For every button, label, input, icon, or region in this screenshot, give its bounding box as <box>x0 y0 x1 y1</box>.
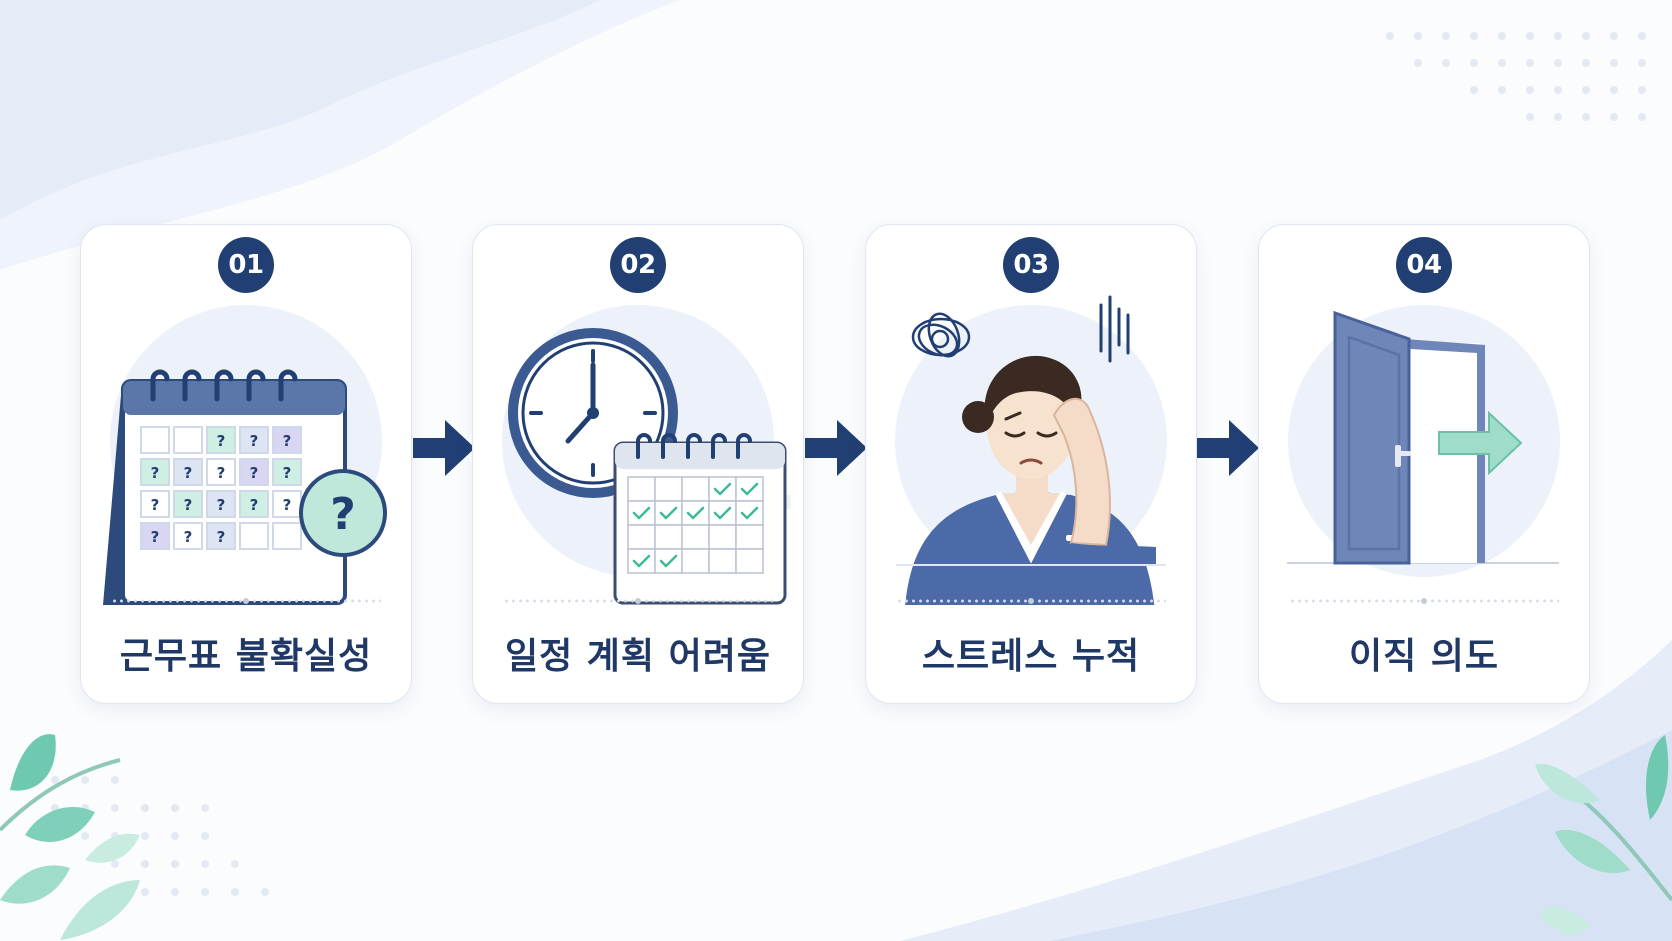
step-card-1: 01 ??? ????? ????? ??? <box>80 224 412 704</box>
svg-text:?: ? <box>250 496 259 514</box>
step-number-badge: 04 <box>1396 237 1452 293</box>
clock-calendar-icon <box>508 328 791 605</box>
svg-text:?: ? <box>184 496 193 514</box>
step-number-badge: 02 <box>610 237 666 293</box>
step-label: 이직 의도 <box>1348 636 1499 677</box>
svg-text:?: ? <box>250 432 259 450</box>
card-divider <box>503 598 773 604</box>
open-door-exit-icon <box>1287 310 1559 565</box>
card-divider <box>111 598 381 604</box>
step-label: 근무표 불확실성 <box>119 636 373 677</box>
leaf-decoration-right <box>1535 735 1672 935</box>
calendar-question-icon: ??? ????? ????? ??? ? <box>103 369 387 605</box>
svg-text:?: ? <box>217 432 226 450</box>
svg-text:?: ? <box>184 464 193 482</box>
flow-arrow-1 <box>413 420 475 476</box>
svg-text:?: ? <box>217 528 226 546</box>
card-divider <box>896 598 1166 604</box>
svg-text:?: ? <box>184 528 193 546</box>
svg-text:?: ? <box>283 496 292 514</box>
flow-arrow-2 <box>805 420 867 476</box>
step-number-badge: 01 <box>218 237 274 293</box>
leaf-decoration-left <box>0 734 140 940</box>
step-label: 스트레스 누적 <box>921 636 1141 677</box>
svg-text:?: ? <box>330 489 356 540</box>
svg-text:?: ? <box>283 464 292 482</box>
step-number-badge: 03 <box>1003 237 1059 293</box>
svg-text:?: ? <box>283 432 292 450</box>
svg-text:?: ? <box>250 464 259 482</box>
step-card-3: 03 스트레스 누적 <box>865 224 1197 704</box>
step-card-2: 02 일정 계획 어려움 <box>472 224 804 704</box>
stressed-nurse-icon <box>896 295 1166 605</box>
svg-text:?: ? <box>217 496 226 514</box>
svg-text:?: ? <box>151 528 160 546</box>
flow-arrow-3 <box>1197 420 1259 476</box>
svg-text:?: ? <box>151 464 160 482</box>
card-divider <box>1289 598 1559 604</box>
svg-text:?: ? <box>217 464 226 482</box>
step-card-4: 04 이직 의도 <box>1258 224 1590 704</box>
step-label: 일정 계획 어려움 <box>505 636 771 677</box>
svg-text:?: ? <box>151 496 160 514</box>
